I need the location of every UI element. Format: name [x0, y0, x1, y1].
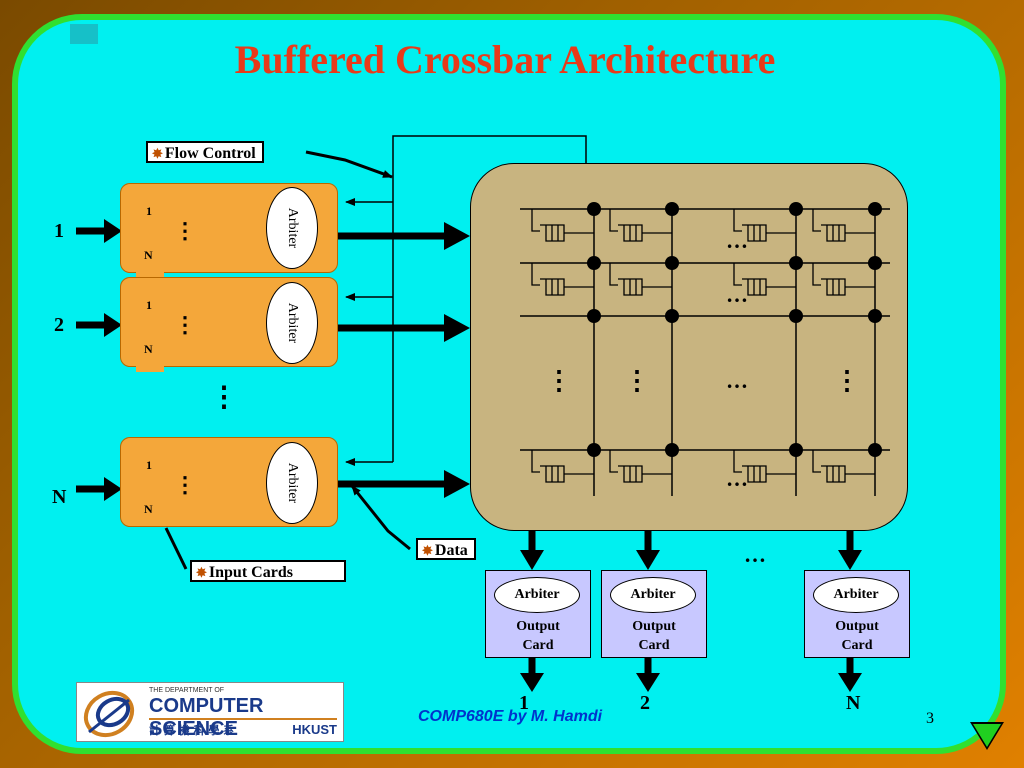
output-card-2-line2: Card: [638, 638, 670, 653]
output-card-n-line1: Output: [835, 619, 879, 634]
logo-emblem-icon: [83, 690, 135, 738]
logo-divider: [149, 718, 337, 720]
input-port-1-label: 1: [54, 220, 64, 242]
input-card-n-queue-bottom: N: [144, 502, 153, 516]
crosspoint-buffer: [733, 450, 796, 483]
crossbar-col1-vellipsis: ⋮: [546, 366, 573, 395]
logo-name-text: COMPUTER SCIENCE: [149, 695, 264, 740]
department-logo: THE DEPARTMENT OF COMPUTER SCIENCE 計 算 機…: [76, 682, 344, 742]
input-card-n-queue-top: 1: [146, 458, 152, 472]
crosspoint-buffer: [733, 209, 796, 242]
data-text: Data: [434, 542, 468, 559]
star-burst-icon: ✸: [152, 146, 163, 161]
input-cards-label: ✸Input Cards: [190, 560, 346, 582]
crosspoint-buffer: [812, 209, 875, 242]
input-card-n-vellipsis: ⋮: [174, 472, 197, 497]
star-burst-icon: ✸: [422, 543, 433, 558]
crosspoint-buffer: [812, 263, 875, 296]
input-card-1-queue-top: 1: [146, 204, 152, 218]
output-card-1-line2: Card: [522, 638, 554, 653]
output-card-1-line1: Output: [516, 619, 560, 634]
output-port-n-label: N: [846, 692, 861, 714]
logo-dept-text: THE DEPARTMENT OF: [149, 687, 225, 694]
crosspoint-buffer: [531, 450, 594, 483]
input-card-2-vellipsis: ⋮: [174, 312, 197, 337]
data-label: ✸Data: [416, 538, 476, 560]
crossbar-mid-ellipsis: …: [726, 368, 749, 393]
flow-control-text: Flow Control: [164, 145, 256, 162]
slide-footer: COMP680E by M. Hamdi: [418, 708, 603, 725]
flow-control-label: ✸Flow Control: [146, 141, 264, 163]
input-card-1-vellipsis: ⋮: [174, 218, 197, 243]
input-card-1-arbiter: Arbiter: [266, 187, 318, 269]
page-number: 3: [926, 710, 934, 727]
logo-chinese-text: 計 算 機 科 學 系: [149, 724, 235, 737]
logo-school-text: HKUST: [292, 722, 337, 737]
input-port-n-label: N: [52, 486, 67, 508]
crosspoint-buffer: [733, 263, 796, 296]
corner-decoration: [70, 24, 98, 44]
slide-title: Buffered Crossbar Architecture: [234, 37, 776, 82]
star-burst-icon: ✸: [196, 565, 207, 580]
crosspoint-buffer: [531, 209, 594, 242]
crosspoint-buffer: [812, 450, 875, 483]
input-card-1-arbiter-label: Arbiter: [285, 207, 300, 249]
output-ellipsis: …: [744, 542, 767, 567]
crossbar-row2-ellipsis: …: [726, 282, 749, 307]
input-card-2-queue-top: 1: [146, 298, 152, 312]
input-card-2-tab: [136, 362, 164, 372]
crosspoint-buffer: [609, 209, 672, 242]
crossbar-col4-vellipsis: ⋮: [834, 366, 861, 395]
input-cards-text: Input Cards: [208, 564, 293, 581]
input-card-2-arbiter-label: Arbiter: [285, 302, 300, 344]
crosspoint-buffer: [531, 263, 594, 296]
output-card-2-arbiter: Arbiter: [610, 577, 696, 613]
output-card-2-line1: Output: [632, 619, 676, 634]
output-card-1-arbiter: Arbiter: [494, 577, 580, 613]
output-card-n-line2: Card: [841, 638, 873, 653]
input-port-2-label: 2: [54, 314, 64, 336]
crossbar-col2-vellipsis: ⋮: [624, 366, 651, 395]
output-card-n-arbiter: Arbiter: [813, 577, 899, 613]
crossbar-row3-ellipsis: …: [726, 466, 749, 491]
input-card-n-arbiter: Arbiter: [266, 442, 318, 524]
crosspoint-buffer: [609, 263, 672, 296]
input-card-2-queue-bottom: N: [144, 342, 153, 356]
crossbar-row1-ellipsis: …: [726, 228, 749, 253]
input-cards-vellipsis: ⋮: [210, 382, 239, 413]
output-port-1-label: 1: [519, 692, 529, 714]
output-port-2-label: 2: [640, 692, 650, 714]
input-card-1-tab: [136, 268, 164, 278]
next-slide-triangle-fill[interactable]: [973, 724, 1001, 747]
crossbar-fabric: [470, 163, 908, 531]
input-card-n-arbiter-label: Arbiter: [285, 462, 300, 504]
input-card-1-queue-bottom: N: [144, 248, 153, 262]
crosspoint-buffer: [609, 450, 672, 483]
input-card-2-arbiter: Arbiter: [266, 282, 318, 364]
